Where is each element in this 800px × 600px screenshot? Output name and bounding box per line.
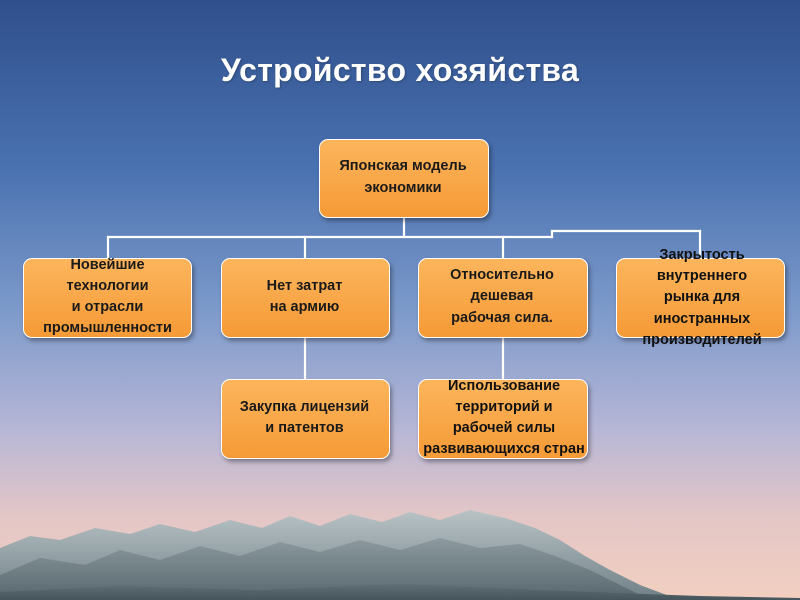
sub-node-licenses <box>221 379 390 459</box>
branch-label-technologies: Новейшие технологии и отрасли промышленн… <box>43 256 172 337</box>
sub-label-developing-countries: Использование территорий и рабочей силы … <box>423 377 585 458</box>
sub-label-licenses: Закупка лицензий и патентов <box>239 398 370 436</box>
root-node-label: Японская модель экономики <box>339 158 467 196</box>
sub-node-developing-countries <box>418 379 588 459</box>
branch-label-no-army-costs: Нет затрат на армию <box>266 277 343 315</box>
branch-node-technologies <box>23 258 192 338</box>
branch-node-no-army-costs <box>221 258 390 338</box>
branch-label-cheap-labor: Относительно дешевая рабочая сила. <box>450 267 554 326</box>
branch-node-cheap-labor <box>418 258 588 338</box>
branch-label-closed-market: Закрытость внутреннего рынка для иностра… <box>642 247 762 348</box>
root-node <box>319 139 489 218</box>
branch-node-closed-market <box>616 258 785 338</box>
slide-title: Устройство хозяйства <box>220 52 580 88</box>
